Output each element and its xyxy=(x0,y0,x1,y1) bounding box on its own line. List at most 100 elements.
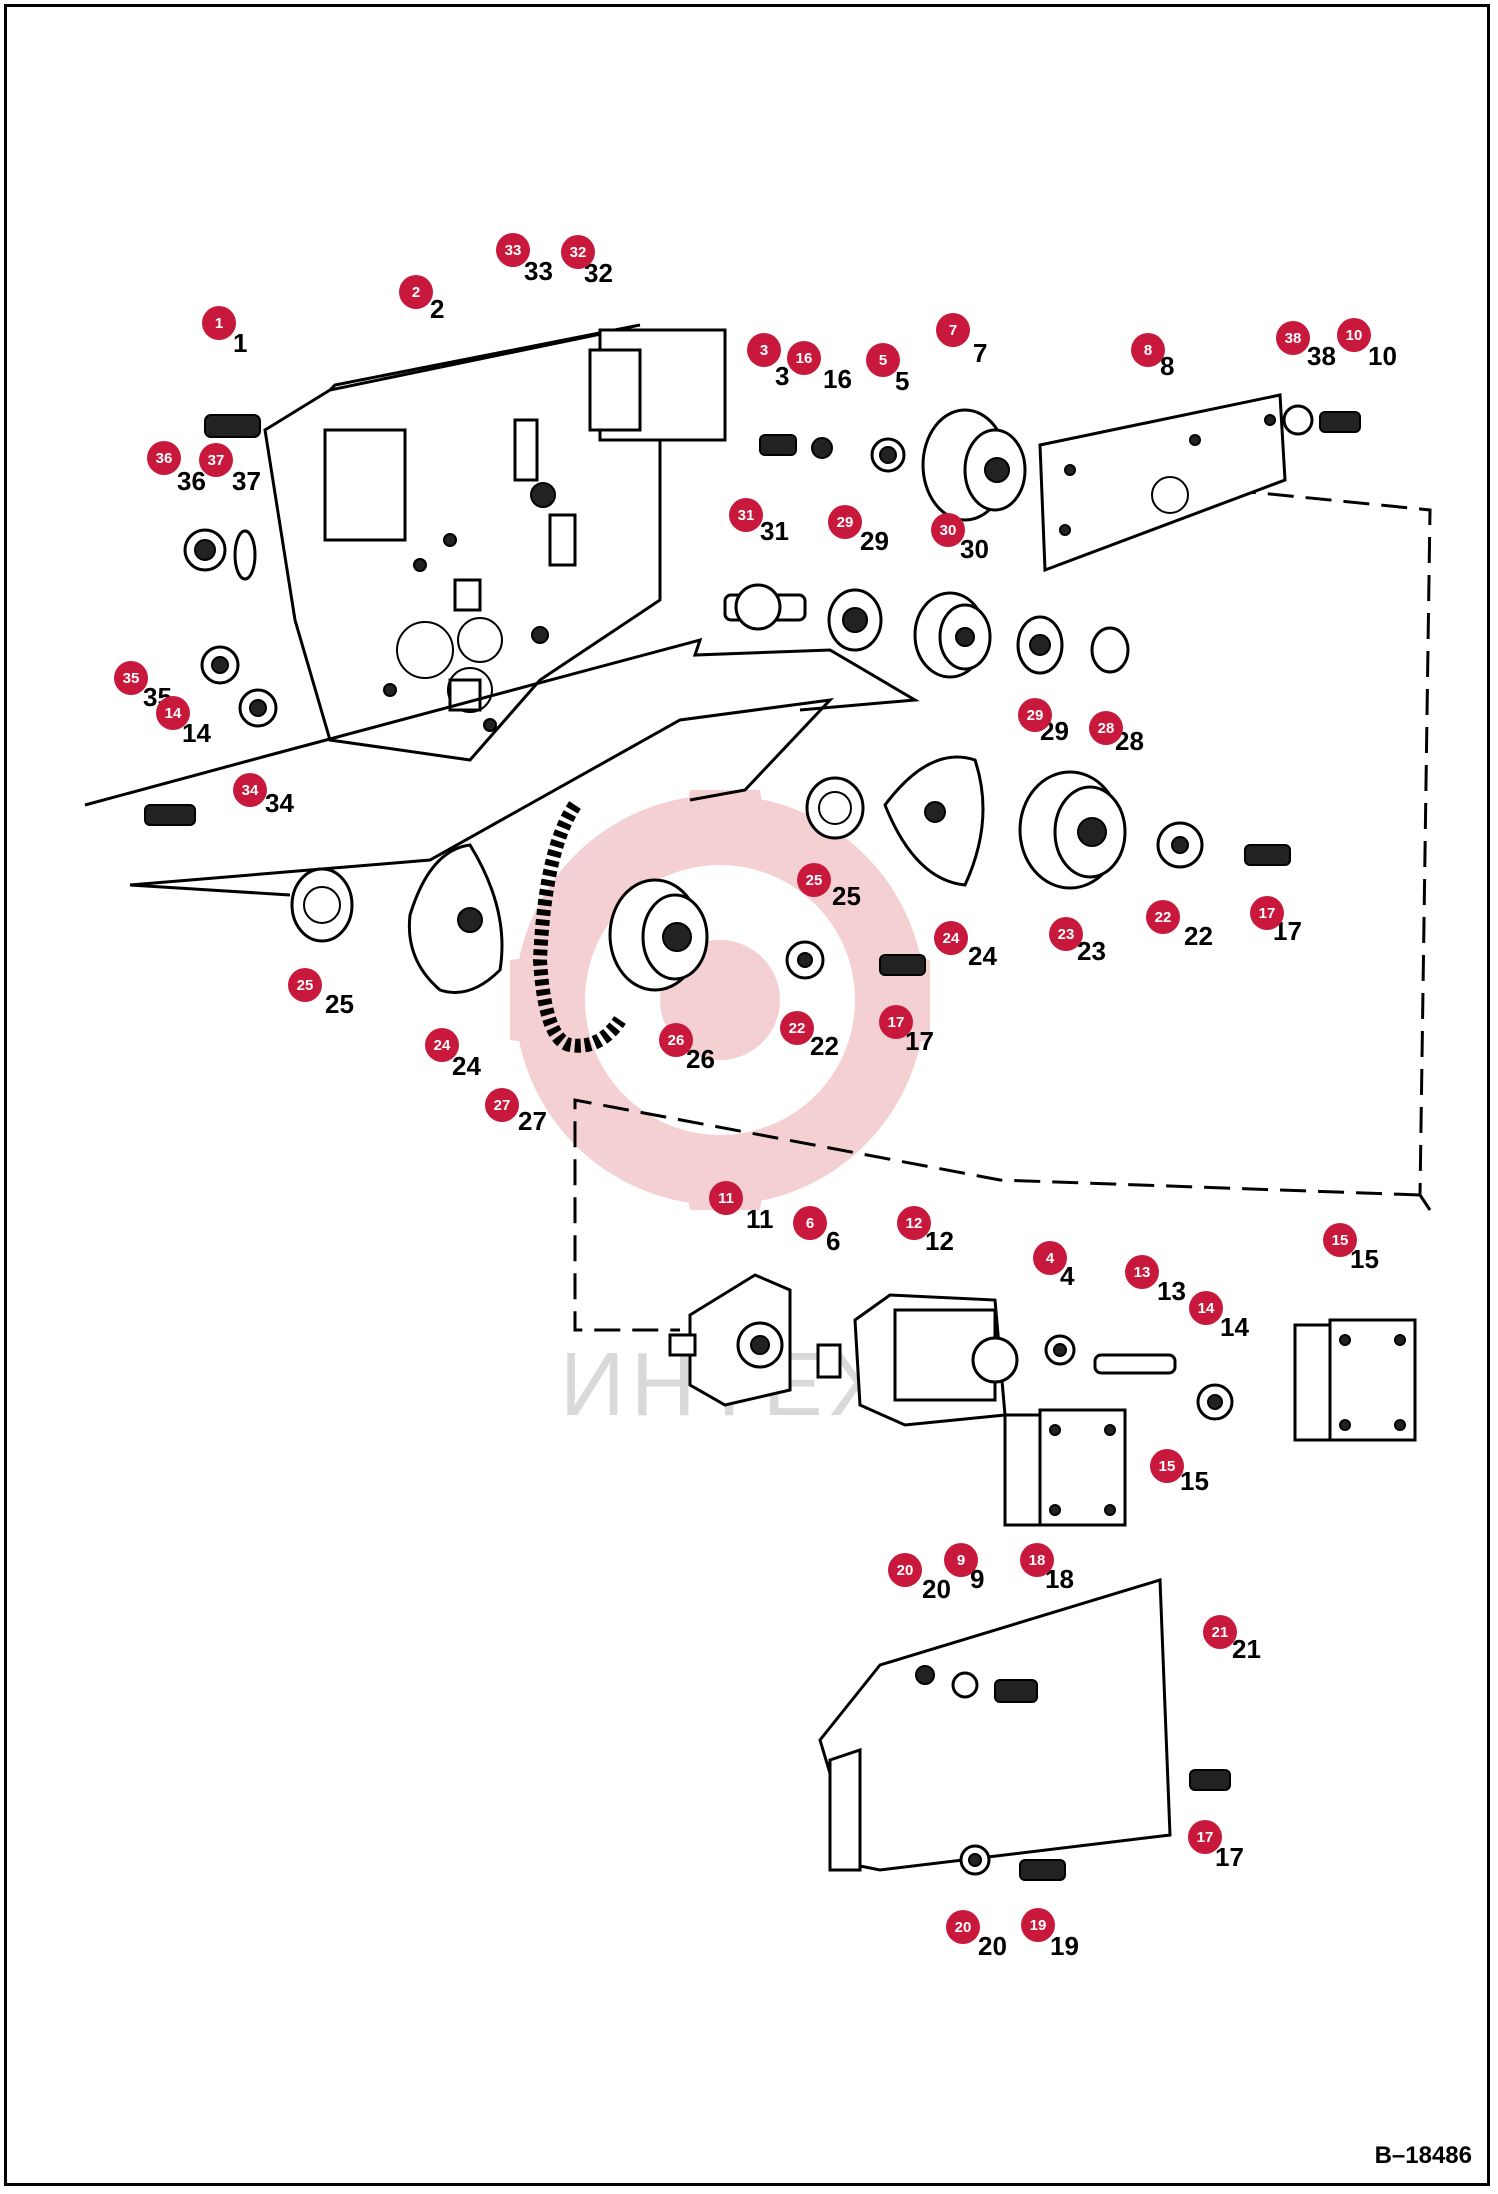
badge-circle[interactable] xyxy=(561,235,595,269)
callout-badge-13[interactable]: 13 xyxy=(1125,1255,1159,1289)
badge-circle[interactable] xyxy=(288,968,322,1002)
callout-label-30: 30 xyxy=(960,534,989,564)
callout-badge-37[interactable]: 37 xyxy=(199,443,233,477)
callout-badge-25[interactable]: 25 xyxy=(288,968,322,1002)
callout-badge-19[interactable]: 19 xyxy=(1021,1908,1055,1942)
callout-badge-24[interactable]: 24 xyxy=(425,1028,459,1062)
badge-circle[interactable] xyxy=(1049,917,1083,951)
callout-badge-6[interactable]: 6 xyxy=(793,1206,827,1240)
badge-circle[interactable] xyxy=(888,1553,922,1587)
callout-badge-22[interactable]: 22 xyxy=(1146,900,1180,934)
callout-badge-33[interactable]: 33 xyxy=(496,233,530,267)
callout-badge-28[interactable]: 28 xyxy=(1089,711,1123,745)
callout-badge-18[interactable]: 18 xyxy=(1020,1543,1054,1577)
badge-circle[interactable] xyxy=(729,498,763,532)
badge-circle[interactable] xyxy=(156,696,190,730)
callout-badge-29[interactable]: 29 xyxy=(828,505,862,539)
badge-circle[interactable] xyxy=(1323,1223,1357,1257)
callout-badge-16[interactable]: 16 xyxy=(787,341,821,375)
callout-badge-9[interactable]: 9 xyxy=(944,1543,978,1577)
badge-number: 13 xyxy=(1134,1264,1151,1281)
callout-badge-24[interactable]: 24 xyxy=(934,921,968,955)
badge-circle[interactable] xyxy=(1089,711,1123,745)
callout-label-7: 7 xyxy=(973,338,987,368)
callout-badge-4[interactable]: 4 xyxy=(1033,1241,1067,1275)
callout-badge-5[interactable]: 5 xyxy=(866,343,900,377)
badge-circle[interactable] xyxy=(1150,1449,1184,1483)
badge-circle[interactable] xyxy=(1189,1291,1223,1325)
badge-circle[interactable] xyxy=(709,1181,743,1215)
badge-circle[interactable] xyxy=(199,443,233,477)
callout-badge-1[interactable]: 1 xyxy=(202,306,236,340)
callout-badge-11[interactable]: 11 xyxy=(709,1181,743,1215)
badge-circle[interactable] xyxy=(485,1088,519,1122)
badge-circle[interactable] xyxy=(1146,900,1180,934)
badge-number: 37 xyxy=(208,452,225,469)
badge-circle[interactable] xyxy=(1033,1241,1067,1275)
callout-badge-32[interactable]: 32 xyxy=(561,235,595,269)
callout-badge-30[interactable]: 30 xyxy=(931,513,965,547)
badge-circle[interactable] xyxy=(1250,896,1284,930)
callout-badge-22[interactable]: 22 xyxy=(780,1011,814,1045)
badge-circle[interactable] xyxy=(946,1910,980,1944)
badge-circle[interactable] xyxy=(936,313,970,347)
callout-label-11: 11 xyxy=(746,1204,774,1234)
badge-circle[interactable] xyxy=(944,1543,978,1577)
badge-circle[interactable] xyxy=(828,505,862,539)
badge-circle[interactable] xyxy=(747,333,781,367)
badge-circle[interactable] xyxy=(114,661,148,695)
callout-badge-29[interactable]: 29 xyxy=(1018,698,1052,732)
callout-badge-15[interactable]: 15 xyxy=(1323,1223,1357,1257)
badge-circle[interactable] xyxy=(147,441,181,475)
callout-badge-34[interactable]: 34 xyxy=(233,773,267,807)
badge-circle[interactable] xyxy=(793,1206,827,1240)
callout-badge-38[interactable]: 38 xyxy=(1276,321,1310,355)
badge-circle[interactable] xyxy=(1018,698,1052,732)
callout-badge-23[interactable]: 23 xyxy=(1049,917,1083,951)
badge-circle[interactable] xyxy=(934,921,968,955)
callout-badge-36[interactable]: 36 xyxy=(147,441,181,475)
badge-circle[interactable] xyxy=(931,513,965,547)
callout-badge-8[interactable]: 8 xyxy=(1131,333,1165,367)
callout-badge-14[interactable]: 14 xyxy=(1189,1291,1223,1325)
badge-circle[interactable] xyxy=(659,1023,693,1057)
badge-circle[interactable] xyxy=(233,773,267,807)
badge-circle[interactable] xyxy=(1337,318,1371,352)
badge-circle[interactable] xyxy=(1125,1255,1159,1289)
callout-badge-17[interactable]: 17 xyxy=(1250,896,1284,930)
callout-badge-26[interactable]: 26 xyxy=(659,1023,693,1057)
badge-circle[interactable] xyxy=(897,1206,931,1240)
badge-circle[interactable] xyxy=(1020,1543,1054,1577)
callout-badge-17[interactable]: 17 xyxy=(1188,1820,1222,1854)
badge-circle[interactable] xyxy=(866,343,900,377)
callout-badge-35[interactable]: 35 xyxy=(114,661,148,695)
callout-badge-31[interactable]: 31 xyxy=(729,498,763,532)
callout-badge-12[interactable]: 12 xyxy=(897,1206,931,1240)
badge-circle[interactable] xyxy=(787,341,821,375)
callout-badge-21[interactable]: 21 xyxy=(1203,1615,1237,1649)
callout-badge-10[interactable]: 10 xyxy=(1337,318,1371,352)
badge-circle[interactable] xyxy=(879,1005,913,1039)
callout-badge-25[interactable]: 25 xyxy=(797,863,831,897)
callout-badge-20[interactable]: 20 xyxy=(888,1553,922,1587)
badge-circle[interactable] xyxy=(202,306,236,340)
callout-badge-2[interactable]: 2 xyxy=(399,275,433,309)
callout-badge-15[interactable]: 15 xyxy=(1150,1449,1184,1483)
badge-circle[interactable] xyxy=(425,1028,459,1062)
badge-circle[interactable] xyxy=(1188,1820,1222,1854)
badge-circle[interactable] xyxy=(1276,321,1310,355)
badge-circle[interactable] xyxy=(1203,1615,1237,1649)
callout-badge-7[interactable]: 7 xyxy=(936,313,970,347)
badge-circle[interactable] xyxy=(797,863,831,897)
callout-badge-3[interactable]: 3 xyxy=(747,333,781,367)
badge-number: 36 xyxy=(156,450,173,467)
callout-badge-20[interactable]: 20 xyxy=(946,1910,980,1944)
badge-circle[interactable] xyxy=(1131,333,1165,367)
callout-badge-14[interactable]: 14 xyxy=(156,696,190,730)
badge-circle[interactable] xyxy=(1021,1908,1055,1942)
badge-circle[interactable] xyxy=(399,275,433,309)
callout-badge-17[interactable]: 17 xyxy=(879,1005,913,1039)
badge-circle[interactable] xyxy=(496,233,530,267)
badge-circle[interactable] xyxy=(780,1011,814,1045)
callout-badge-27[interactable]: 27 xyxy=(485,1088,519,1122)
